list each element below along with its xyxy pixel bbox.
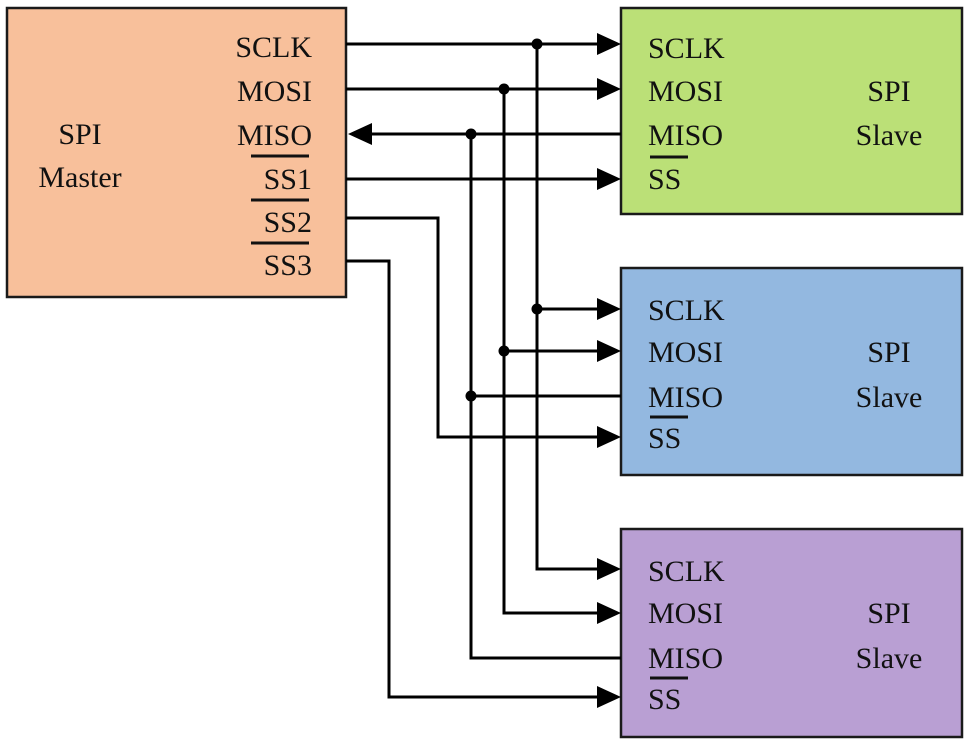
arrow-ss1-slave-1: [597, 168, 621, 190]
slave-3-pin-mosi: MOSI: [648, 597, 723, 630]
miso-bus-vertical: [469, 134, 621, 660]
junction-miso-top: [465, 128, 477, 140]
slave-2-pin-mosi: MOSI: [648, 336, 723, 369]
master-title-line2: Master: [38, 161, 121, 194]
master-box: [5, 6, 348, 299]
slave-3-box: [619, 527, 964, 739]
junction-dots: [465, 38, 543, 402]
slave-3-title-line2: Slave: [856, 642, 923, 675]
slave-2-box: [619, 266, 964, 477]
slave-1-pin-ss: SS: [648, 163, 681, 196]
slave-3-pin-miso: MISO: [648, 642, 723, 675]
slave-1-pin-sclk: SCLK: [648, 32, 725, 65]
arrowheads: [348, 33, 621, 708]
slave-1-title-line1: SPI: [867, 75, 910, 108]
ss3-wire: [346, 259, 600, 699]
ss2-wire: [346, 216, 600, 439]
slave-2-title-line1: SPI: [867, 336, 910, 369]
slave-1-title-line2: Slave: [856, 119, 923, 152]
master-pin-mosi: MOSI: [237, 75, 312, 108]
master-pin-sclk: SCLK: [235, 31, 312, 64]
arrow-sclk-slave-2: [597, 298, 621, 320]
arrow-ss3-slave-3: [597, 686, 621, 708]
slave-1-block: SCLK MOSI MISO SS SPI Slave: [619, 6, 964, 216]
slave-2-pin-ss: SS: [648, 422, 681, 455]
junction-miso-slave-2: [465, 390, 477, 402]
slave-2-block: SCLK MOSI MISO SS SPI Slave: [619, 266, 964, 477]
master-pin-ss2: SS2: [264, 206, 312, 239]
arrow-mosi-slave-2: [597, 340, 621, 362]
junction-mosi-slave-2: [498, 345, 510, 357]
master-title-line1: SPI: [58, 118, 101, 151]
arrow-sclk-slave-3: [597, 558, 621, 580]
arrow-mosi-slave-1: [597, 78, 621, 100]
master-block: SPI Master SCLK MOSI MISO SS1 SS2 SS3: [5, 6, 348, 299]
slave-3-block: SCLK MOSI MISO SS SPI Slave: [619, 527, 964, 739]
arrow-mosi-slave-3: [597, 602, 621, 624]
junction-mosi-top: [498, 83, 510, 95]
master-pin-ss3: SS3: [264, 249, 312, 282]
slave-1-pin-miso: MISO: [648, 119, 723, 152]
arrow-sclk-slave-1: [597, 33, 621, 55]
junction-sclk-top: [531, 38, 543, 50]
slave-2-pin-miso: MISO: [648, 381, 723, 414]
sclk-bus-vertical: [535, 44, 600, 571]
bus-wires: [346, 42, 621, 699]
arrow-ss2-slave-2: [597, 426, 621, 448]
slave-1-box: [619, 6, 964, 216]
slave-3-pin-ss: SS: [648, 683, 681, 716]
mosi-bus-vertical: [502, 89, 600, 615]
slave-2-pin-sclk: SCLK: [648, 294, 725, 327]
slave-3-title-line1: SPI: [867, 597, 910, 630]
slave-1-pin-mosi: MOSI: [648, 75, 723, 108]
junction-sclk-slave-2: [531, 303, 543, 315]
master-pin-ss1: SS1: [264, 163, 312, 196]
arrow-miso-master: [348, 123, 372, 145]
slave-3-pin-sclk: SCLK: [648, 555, 725, 588]
master-pin-miso: MISO: [237, 119, 312, 152]
slave-2-title-line2: Slave: [856, 381, 923, 414]
